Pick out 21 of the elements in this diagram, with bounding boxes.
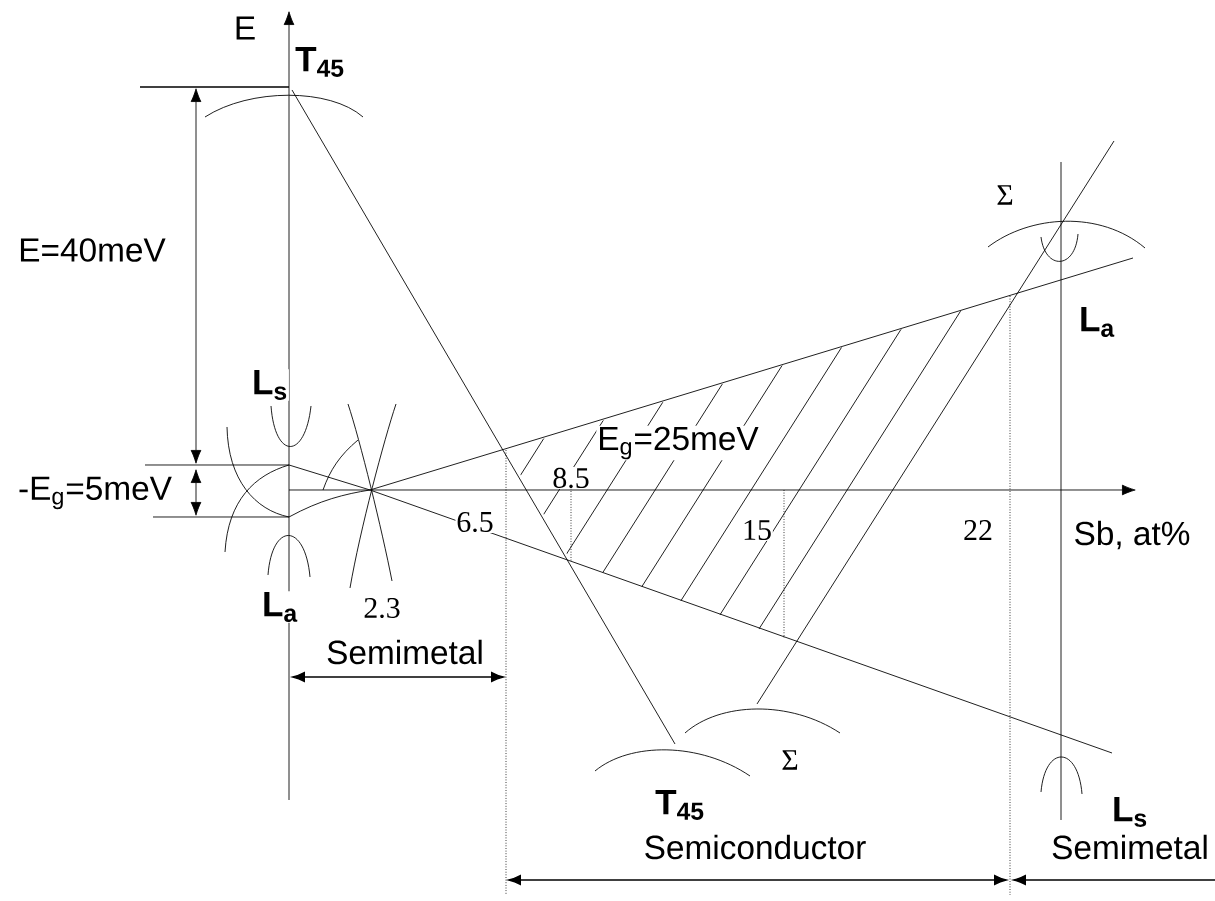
point-label: T$_{45}$ — [654, 789, 706, 821]
point-label: Σ — [995, 184, 1015, 206]
point-label: L$_{a}$ — [261, 591, 299, 623]
gap-label: E$_{g}$=25meV — [596, 425, 760, 461]
region-label: Semiconductor — [642, 833, 868, 861]
tick-label: 6.5 — [455, 511, 495, 533]
tick-label: 2.3 — [362, 597, 402, 619]
tick-label: 22 — [962, 519, 994, 541]
tick-label: 15 — [741, 519, 773, 541]
point-label: T$_{45}$ — [294, 46, 346, 78]
region-label: Semimetal — [325, 638, 485, 666]
point-label: Σ — [780, 749, 800, 771]
dimension-label: E=40meV — [17, 237, 167, 263]
axis-label: Sb, at% — [1072, 519, 1192, 551]
tick-label: 8.5 — [551, 466, 591, 489]
point-label: L$_{s}$ — [251, 369, 289, 401]
point-label: L$_{s}$ — [1111, 796, 1149, 828]
axis-label: E — [233, 15, 257, 41]
region-label: Semimetal — [1050, 833, 1210, 861]
dimension-label: -E$_{g}$=5meV — [17, 475, 173, 511]
point-label: L$_{a}$ — [1078, 306, 1116, 338]
